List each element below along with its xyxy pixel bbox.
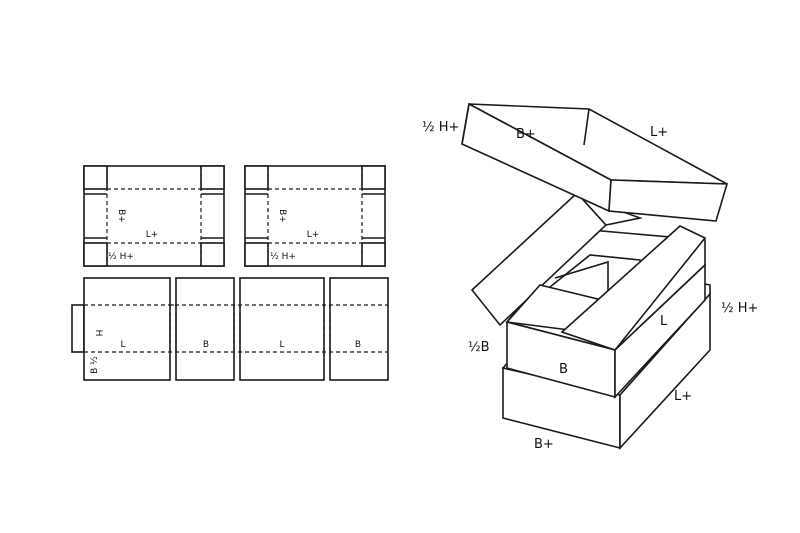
base-net-panel-label-2: B — [203, 340, 209, 350]
base-net-panel-label-4: B — [355, 340, 361, 350]
lid-3d-b-label: B+ — [516, 127, 536, 142]
lid-net-left: B+ L+ ½ H+ — [83, 165, 225, 267]
base-net-panel-label-1: L — [120, 340, 125, 350]
lid-net-left-h-label: ½ H+ — [108, 252, 134, 262]
base-net-h-label: H — [93, 330, 103, 337]
lid-3d-h-label: ½ H+ — [422, 120, 459, 135]
lid-net-left-b-label: B+ — [116, 209, 126, 223]
lid-3d-l-label: L+ — [650, 125, 668, 140]
outer-box-l-label: L+ — [674, 389, 692, 404]
lid-net-right: B+ L+ ½ H+ — [244, 165, 386, 267]
inner-box-l-label: L — [660, 314, 668, 329]
inner-box-b-label: B — [559, 362, 568, 377]
outer-box-b-label: B+ — [534, 437, 554, 452]
base-net-panel-label-3: L — [279, 340, 284, 350]
outer-box-h-label: ½ H+ — [721, 301, 758, 316]
lid-3d: ½ H+ B+ L+ — [422, 102, 729, 222]
inner-box-b-half-label: ½B — [468, 340, 490, 355]
lid-net-right-h-label: ½ H+ — [270, 252, 296, 262]
base-net-b-half-label: B ½ — [90, 356, 100, 374]
lid-net-right-b-label: B+ — [277, 209, 287, 223]
lid-net-right-l-label: L+ — [307, 230, 320, 240]
lid-net-left-l-label: L+ — [146, 230, 159, 240]
base-net: H B ½ L B L B — [71, 277, 389, 381]
